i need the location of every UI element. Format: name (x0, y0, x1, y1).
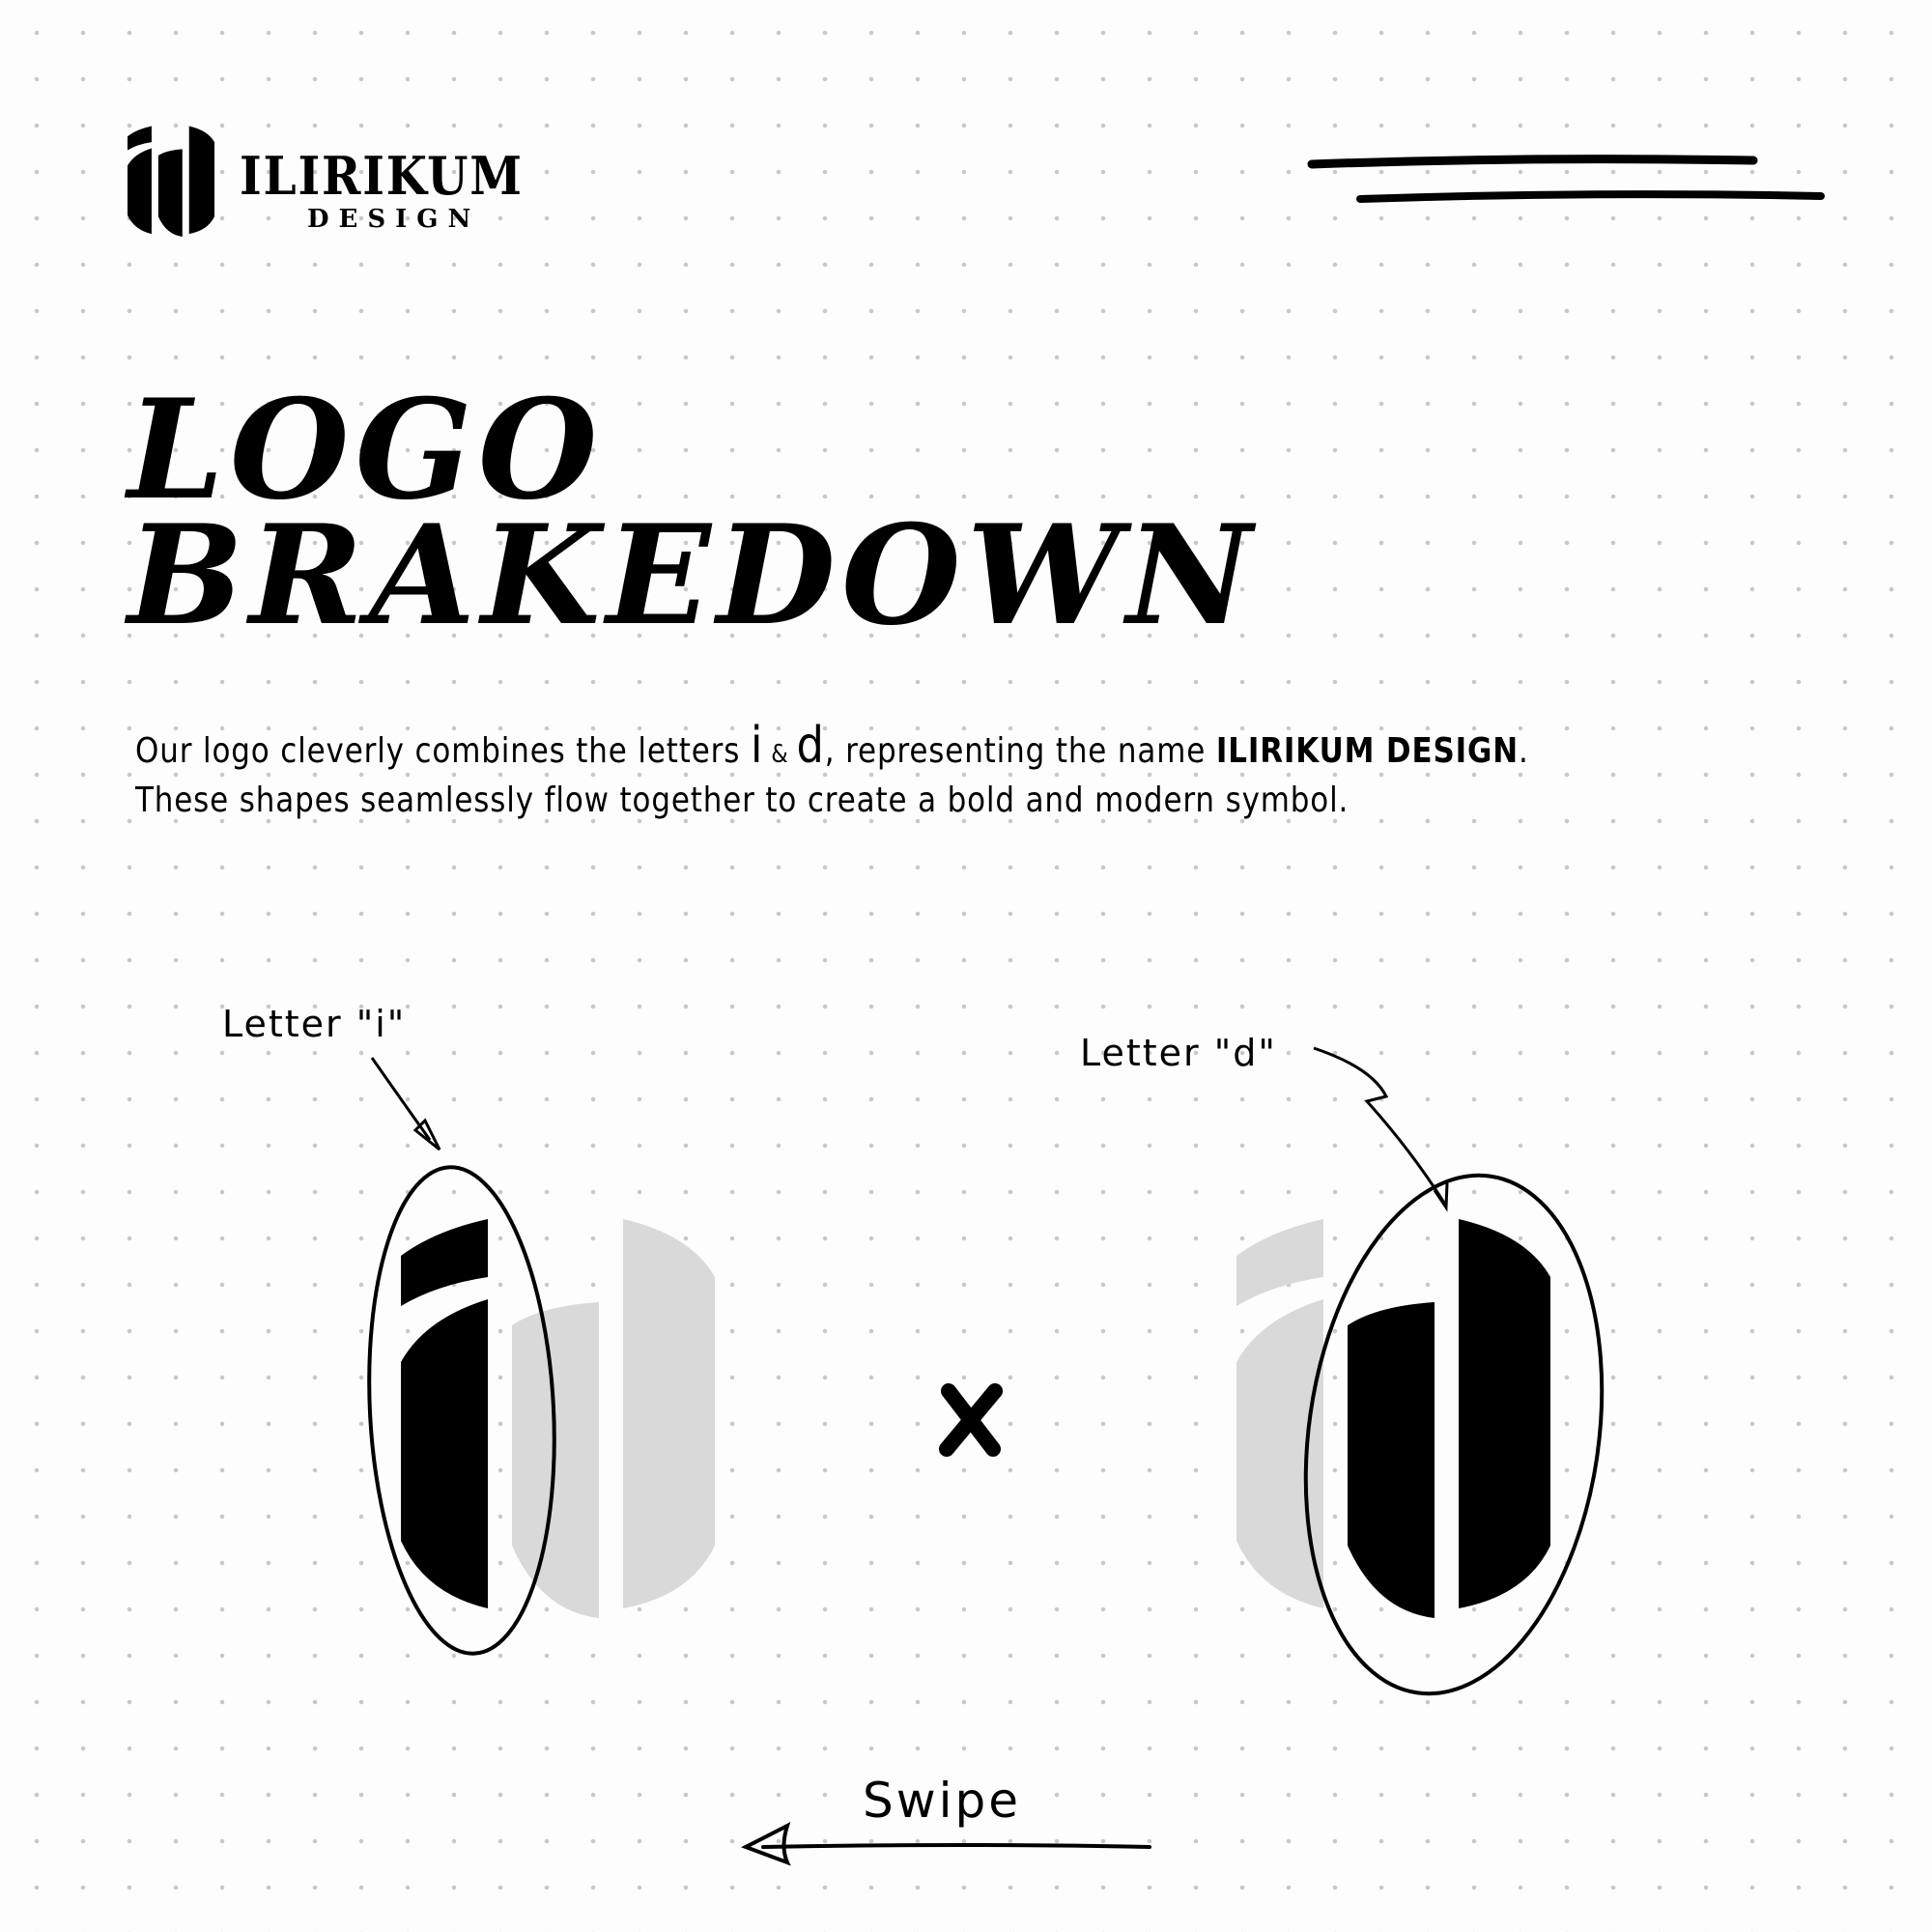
text: , representing the name (824, 731, 1216, 771)
description-line2: These shapes seamlessly flow together to… (135, 781, 1350, 820)
brand-name: ILIRIKUM (240, 145, 524, 207)
times-mark (939, 1383, 1003, 1457)
page-title-line2: BRAKEDOWN (128, 496, 1258, 656)
letter-i-highlight: i (750, 717, 764, 775)
swipe-arrow[interactable] (741, 1822, 1151, 1866)
letter-d-highlight: d (796, 717, 825, 775)
header-scribble-lines (1307, 155, 1825, 203)
letter-i-figure (367, 1057, 715, 1656)
swipe-label[interactable]: Swipe (863, 1773, 1022, 1829)
label-letter-d: Letter "d" (1080, 1032, 1277, 1074)
arrow-to-i (370, 1057, 432, 1141)
text: Our logo cleverly combines the letters (135, 731, 751, 771)
letter-d-figure (1236, 1219, 1550, 1618)
brand-subtitle: DESIGN (307, 205, 481, 234)
brand-logo-mark (128, 126, 215, 237)
label-letter-i: Letter "i" (222, 1003, 407, 1045)
page-title-line1: LOGO (128, 370, 604, 530)
text: . (1519, 731, 1529, 771)
description-line1: Our logo cleverly combines the letters i… (135, 717, 1529, 775)
highlight-ellipse-d (1303, 1173, 1605, 1696)
text: & (763, 740, 797, 769)
highlight-ellipse-i (367, 1165, 556, 1656)
arrow-to-d (1313, 1046, 1446, 1204)
brand-name-inline: ILIRIKUM DESIGN (1215, 731, 1520, 771)
